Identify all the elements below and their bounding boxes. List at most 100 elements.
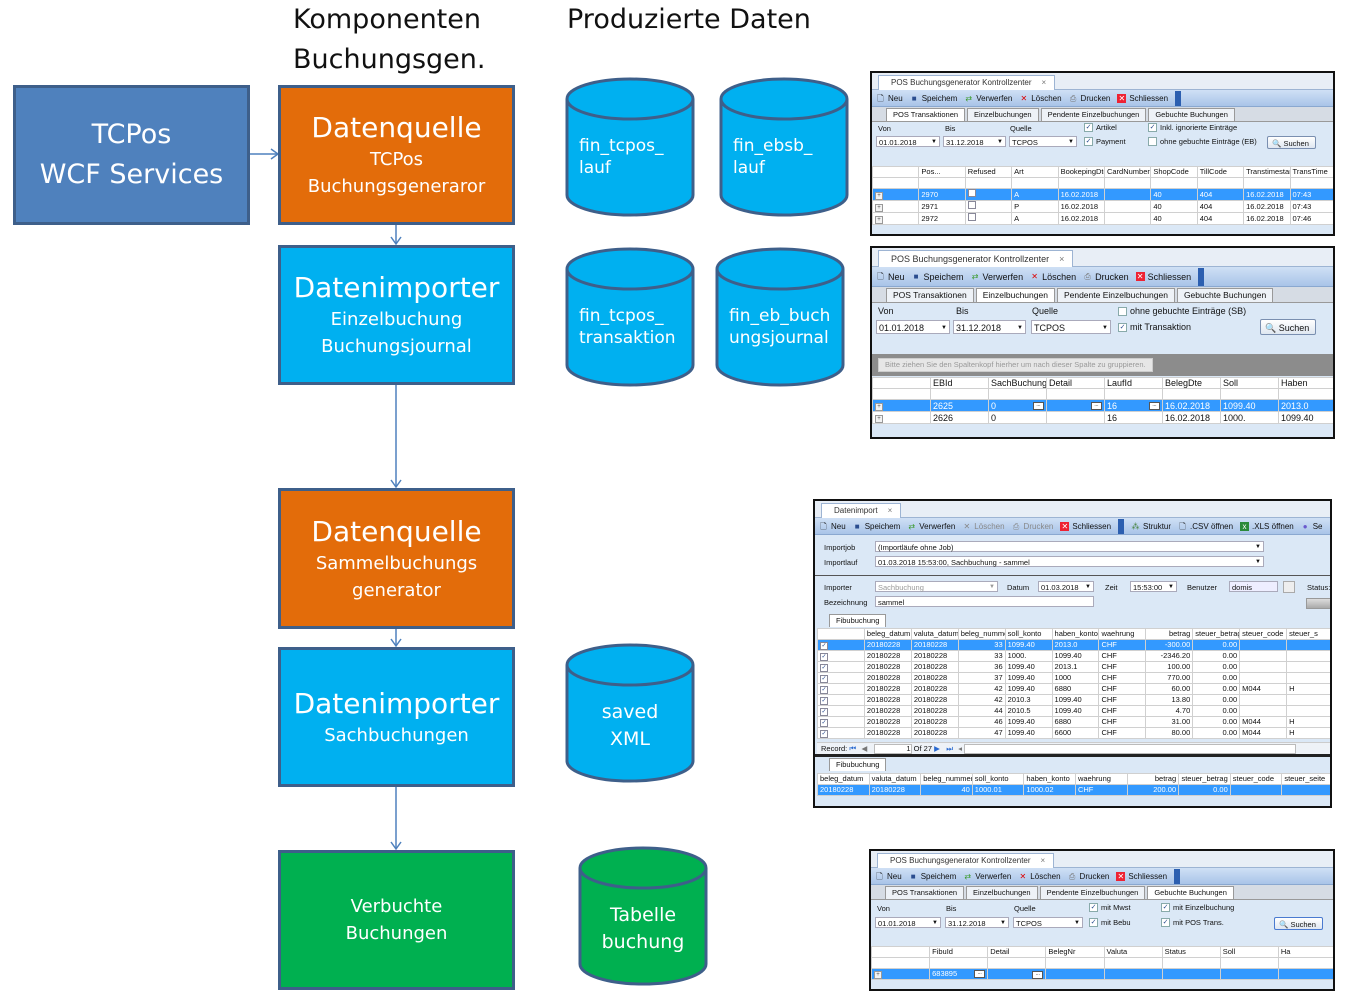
column-header[interactable]: BookepingDte <box>1057 166 1105 178</box>
expand-plus-icon[interactable]: + <box>875 403 883 411</box>
expand-cell[interactable]: + <box>872 399 931 412</box>
close-icon[interactable]: × <box>1040 856 1046 865</box>
filter-cell[interactable] <box>1162 388 1221 400</box>
filter-cell[interactable] <box>872 177 920 189</box>
filter-cell[interactable] <box>1219 957 1279 969</box>
filter-cell[interactable] <box>1243 177 1291 189</box>
checkbox-checked-icon[interactable]: ✓ <box>820 697 828 705</box>
mit-transaktion-checkbox[interactable]: ✓mit Transaktion <box>1118 322 1191 332</box>
mit-mwst-checkbox[interactable]: ✓mit Mwst <box>1089 903 1131 912</box>
toolbar-overflow-grip[interactable] <box>1198 267 1205 286</box>
save-button[interactable]: ■Speichem <box>909 872 957 881</box>
checkbox-checked-icon[interactable]: ✓ <box>820 653 828 661</box>
zeit-picker[interactable]: 15:53:00▼ <box>1130 581 1177 592</box>
column-header[interactable]: soll_konto <box>1004 628 1053 640</box>
discard-button[interactable]: ⇄Verwerfen <box>971 272 1023 282</box>
close-icon[interactable]: × <box>1041 78 1047 87</box>
refused-checkbox[interactable] <box>967 189 976 197</box>
filter-cell[interactable] <box>964 177 1013 189</box>
tab-einzelbuchungen[interactable]: Einzelbuchungen <box>966 886 1038 899</box>
tab-einzelbuchungen[interactable]: Einzelbuchungen <box>975 288 1055 302</box>
expand-cell[interactable]: + <box>872 200 920 213</box>
column-header[interactable]: TillCode <box>1196 166 1245 178</box>
new-button[interactable]: 🗋Neu <box>875 872 901 881</box>
select-cell[interactable]: ✓ <box>817 650 865 662</box>
column-header[interactable]: Valuta <box>1103 946 1163 958</box>
toolbar-overflow-grip[interactable] <box>1118 518 1125 534</box>
filter-cell[interactable] <box>1045 957 1105 969</box>
column-header[interactable]: BelegNr <box>1045 946 1105 958</box>
column-header[interactable]: beleg_datum <box>863 628 912 640</box>
column-header[interactable]: beleg_datum <box>817 773 870 785</box>
toolbar-overflow-grip[interactable] <box>1174 868 1181 884</box>
tab-pos-transaktionen[interactable]: POS Transaktionen <box>885 886 965 899</box>
bis-date-picker[interactable]: 31.12.2018▼ <box>943 136 1006 147</box>
column-header[interactable]: beleg_nummer <box>957 628 1006 640</box>
select-cell[interactable]: ✓ <box>817 705 865 717</box>
tab-fibubuchung[interactable]: Fibubuchung <box>829 614 887 627</box>
column-header[interactable]: ShopCode <box>1150 166 1198 178</box>
filter-cell[interactable] <box>929 957 989 969</box>
filter-cell[interactable] <box>930 388 989 400</box>
mit-bebu-checkbox[interactable]: ✓mit Bebu <box>1089 918 1131 927</box>
close-button[interactable]: ✕Schliessen <box>1117 93 1168 103</box>
expand-cell[interactable]: + <box>871 968 931 980</box>
bis-date-picker[interactable]: 31.12.2018▼ <box>945 917 1009 928</box>
delete-button[interactable]: ✕Löschen <box>1018 872 1060 881</box>
ohne-gebuchte-sb-checkbox[interactable]: ohne gebuchte Einträge (SB) <box>1118 306 1246 316</box>
ellipsis-button-icon[interactable]: ... <box>1033 401 1044 410</box>
print-button[interactable]: ⎙Drucken <box>1012 522 1054 531</box>
document-tab[interactable]: Datenimport× <box>821 503 902 518</box>
tab-gebuchte-buchungen[interactable]: Gebuchte Buchungen <box>1148 108 1235 121</box>
select-cell[interactable]: ✓ <box>817 727 865 739</box>
datum-picker[interactable]: 01.03.2018▼ <box>1038 581 1094 592</box>
save-button[interactable]: ■Speichem <box>912 272 964 282</box>
filter-cell[interactable] <box>1277 957 1333 969</box>
close-button[interactable]: ✕Schliessen <box>1135 272 1191 282</box>
column-header[interactable]: Status <box>1161 946 1221 958</box>
column-header[interactable]: TransTime <box>1289 166 1333 178</box>
document-tab[interactable]: POS Buchungsgenerator Kontrollzenter× <box>877 853 1055 868</box>
expand-cell[interactable]: + <box>872 411 931 424</box>
print-button[interactable]: ⎙Drucken <box>1083 272 1128 282</box>
checkbox-checked-icon[interactable]: ✓ <box>820 730 828 738</box>
expand-cell[interactable]: + <box>872 212 920 225</box>
column-header[interactable]: betrag <box>1145 628 1194 640</box>
column-header[interactable]: Ha <box>1277 946 1333 958</box>
column-header[interactable]: waehrung <box>1074 773 1128 785</box>
new-button[interactable]: 🗋Neu <box>876 272 904 282</box>
filter-cell[interactable] <box>1103 957 1163 969</box>
close-icon[interactable]: × <box>1059 254 1065 264</box>
column-header[interactable]: haben_konto <box>1023 773 1076 785</box>
scroll-left-icon[interactable]: ◂ <box>958 744 963 753</box>
previous-record-icon[interactable]: ◀ <box>861 744 868 753</box>
ohne-gebuchte-eb-checkbox[interactable]: ohne gebuchte Einträge (EB) <box>1148 137 1257 146</box>
column-header[interactable]: waehrung <box>1098 628 1147 640</box>
filter-cell[interactable] <box>1011 177 1059 189</box>
expand-plus-icon[interactable]: + <box>875 203 883 212</box>
select-cell[interactable]: ✓ <box>817 716 865 728</box>
save-button[interactable]: ■Speichem <box>853 522 901 531</box>
tab-einzelbuchungen[interactable]: Einzelbuchungen <box>967 108 1039 121</box>
column-header[interactable]: LaufId <box>1104 377 1163 389</box>
checkbox-checked-icon[interactable]: ✓ <box>820 719 828 727</box>
ellipsis-button-icon[interactable]: ... <box>974 970 986 978</box>
importer-select[interactable]: Sachbuchung▼ <box>875 581 998 592</box>
von-date-picker[interactable]: 01.01.2018▼ <box>876 136 940 147</box>
delete-button[interactable]: ✕Löschen <box>962 522 1004 531</box>
expand-cell[interactable]: + <box>872 188 920 201</box>
column-header[interactable]: Detail <box>987 946 1047 958</box>
mit-pos-trans-checkbox[interactable]: ✓mit POS Trans. <box>1161 918 1224 927</box>
filter-cell[interactable] <box>872 388 931 400</box>
column-header[interactable]: steuer_seite <box>1281 773 1330 785</box>
importlauf-select[interactable]: 01.03.2018 15:53:00, Sachbuchung - samme… <box>875 556 1264 567</box>
